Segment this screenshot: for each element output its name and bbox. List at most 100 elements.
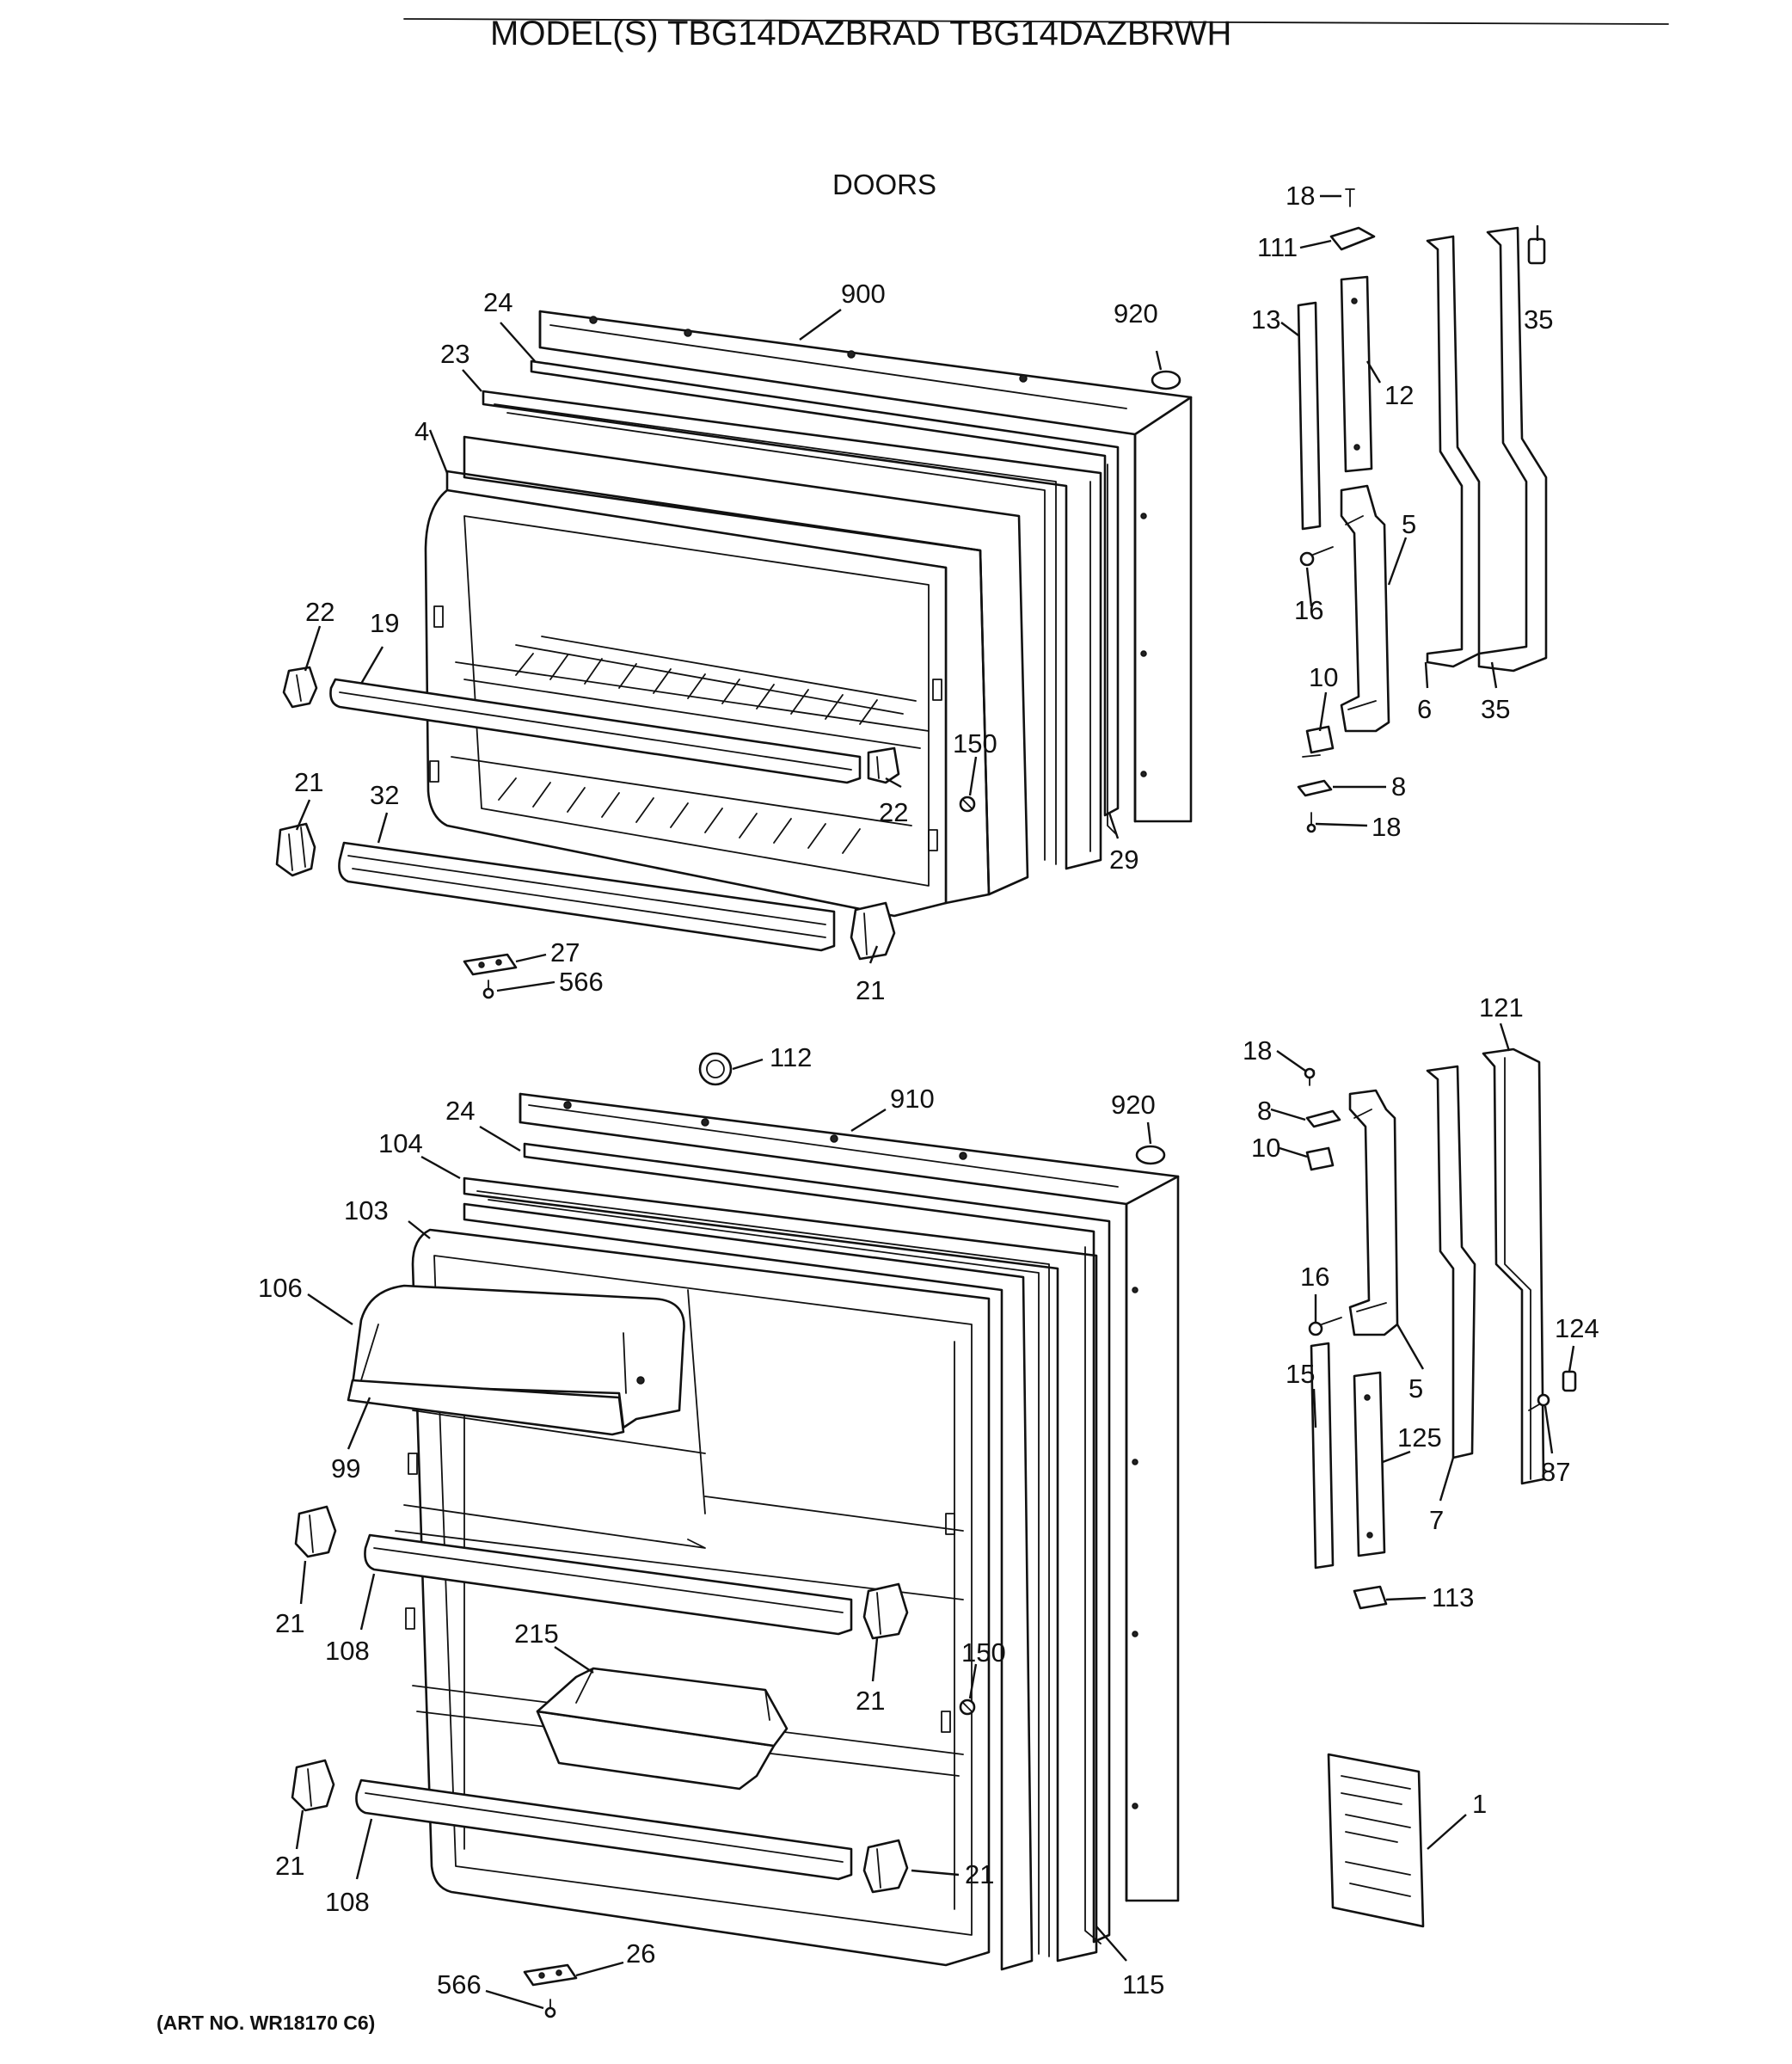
- fresh-food-shelf-end-cap-21-upper-right: [862, 1582, 909, 1640]
- label-115: 115: [1122, 1969, 1164, 2000]
- fresh-food-handle-bracket-7: [1426, 1065, 1476, 1459]
- label-18-freezer-top: 18: [1286, 181, 1315, 211]
- label-27: 27: [550, 937, 580, 968]
- label-124: 124: [1555, 1313, 1599, 1343]
- label-920-fresh: 920: [1111, 1090, 1156, 1120]
- fresh-food-end-cap-124: [1562, 1370, 1577, 1392]
- label-16-fresh: 16: [1300, 1262, 1329, 1292]
- label-24-freezer: 24: [483, 287, 512, 317]
- label-125: 125: [1397, 1422, 1442, 1453]
- fresh-food-hinge-plate: [523, 1963, 578, 1987]
- label-35-bracket: 35: [1481, 694, 1510, 724]
- fresh-food-button-112: [698, 1052, 733, 1086]
- freezer-leader-lines: [295, 194, 1539, 992]
- freezer-door-liner: [424, 435, 1029, 918]
- fresh-food-cap-10: [1305, 1146, 1335, 1171]
- label-6: 6: [1417, 694, 1432, 724]
- freezer-cap-10: [1302, 725, 1335, 758]
- fresh-food-shelf-end-cap-21-lower-left: [291, 1759, 335, 1812]
- label-910: 910: [890, 1084, 935, 1114]
- fresh-food-dairy-door: [347, 1284, 685, 1436]
- label-29: 29: [1109, 845, 1138, 875]
- label-111: 111: [1257, 232, 1298, 262]
- label-108-lower: 108: [325, 1887, 370, 1917]
- label-7: 7: [1429, 1505, 1444, 1535]
- fresh-food-plug-button: [1135, 1145, 1166, 1165]
- label-87: 87: [1541, 1457, 1570, 1487]
- freezer-shelf-end-cap-22-right: [867, 746, 900, 784]
- label-103: 103: [344, 1195, 389, 1226]
- label-121: 121: [1479, 992, 1524, 1023]
- fresh-food-clip-113: [1353, 1585, 1388, 1610]
- fresh-food-door-panel: [519, 1092, 1180, 1902]
- label-113: 113: [1432, 1582, 1474, 1612]
- freezer-gasket: [482, 359, 1120, 870]
- freezer-end-cap-35: [1527, 237, 1546, 265]
- fresh-food-screw-16: [1308, 1317, 1342, 1336]
- fresh-food-shelf-end-cap-21-lower-right: [862, 1839, 909, 1894]
- label-4: 4: [414, 416, 429, 446]
- section-title-doors: DOORS: [832, 169, 936, 200]
- fresh-food-handle-5: [1348, 1089, 1399, 1336]
- fresh-food-plate-8: [1305, 1109, 1341, 1128]
- header-rule: [403, 18, 1669, 25]
- fresh-food-hinge-screw: [544, 1999, 556, 2018]
- freezer-shelf-end-cap-21-left: [275, 822, 316, 877]
- label-24-fresh: 24: [445, 1096, 475, 1126]
- label-35-cap: 35: [1524, 304, 1553, 335]
- freezer-screw-18-top: [1345, 188, 1355, 207]
- freezer-door-panel: [538, 310, 1193, 823]
- label-5-fresh: 5: [1408, 1373, 1423, 1404]
- label-13: 13: [1251, 304, 1280, 335]
- label-5-freezer: 5: [1402, 509, 1416, 539]
- fresh-food-handle-cover-15: [1310, 1342, 1335, 1570]
- label-19: 19: [370, 608, 399, 638]
- label-920-freezer: 920: [1114, 298, 1158, 329]
- fresh-food-handle-insert-125: [1353, 1371, 1386, 1557]
- freezer-handle-bracket-6: [1426, 235, 1481, 668]
- freezer-shelf-bar-upper: [329, 678, 862, 784]
- art-number: (ART NO. WR18170 C6): [156, 2012, 375, 2034]
- label-21-freezer-left: 21: [294, 767, 323, 797]
- freezer-screw-150: [959, 796, 976, 813]
- fresh-food-shelf-bar-lower: [355, 1778, 853, 1881]
- label-26: 26: [626, 1938, 655, 1969]
- label-18-fresh: 18: [1243, 1035, 1272, 1066]
- label-566-fresh: 566: [437, 1969, 482, 2000]
- label-32: 32: [370, 780, 399, 810]
- freezer-shelf-bar-lower: [338, 841, 836, 952]
- fresh-food-screw-87: [1528, 1393, 1550, 1411]
- freezer-handle-bracket-35: [1477, 226, 1548, 673]
- label-21-fresh-upper-right: 21: [856, 1686, 885, 1716]
- label-22-right: 22: [879, 797, 908, 827]
- freezer-shelf-end-cap-21-right: [850, 901, 896, 961]
- label-104: 104: [378, 1128, 423, 1158]
- label-106: 106: [258, 1273, 303, 1303]
- label-16-freezer: 16: [1294, 595, 1323, 625]
- label-215: 215: [514, 1619, 559, 1649]
- fresh-food-door-assembly: 121 112 18 910 920 24 8 10 104 103 106 1…: [258, 992, 1599, 2018]
- label-21-fresh-upper-left: 21: [275, 1608, 304, 1638]
- label-99: 99: [331, 1453, 360, 1484]
- freezer-handle-cover-13: [1297, 301, 1322, 531]
- label-21-freezer-right: 21: [856, 975, 885, 1005]
- freezer-clip-111: [1329, 226, 1376, 251]
- label-112: 112: [770, 1042, 812, 1072]
- label-18-freezer-bottom: 18: [1372, 812, 1401, 842]
- fresh-food-screw-150: [959, 1698, 976, 1716]
- label-15: 15: [1286, 1359, 1315, 1389]
- label-12: 12: [1384, 380, 1414, 410]
- label-8-fresh: 8: [1257, 1096, 1272, 1126]
- fresh-food-shelf-end-cap-21-upper-left: [294, 1505, 337, 1558]
- label-150-freezer: 150: [953, 728, 997, 759]
- fresh-food-leader-lines: [295, 1023, 1575, 2010]
- label-10-freezer: 10: [1309, 662, 1338, 692]
- freezer-screw-16: [1299, 546, 1334, 567]
- freezer-plug-button: [1151, 370, 1181, 390]
- fresh-food-shelf-bar-upper: [364, 1533, 853, 1636]
- fresh-food-handle-bracket-121: [1482, 1047, 1545, 1485]
- label-21-fresh-lower-left: 21: [275, 1851, 304, 1881]
- label-8-freezer: 8: [1391, 771, 1406, 802]
- freezer-shelf-end-cap-22-left: [282, 666, 318, 709]
